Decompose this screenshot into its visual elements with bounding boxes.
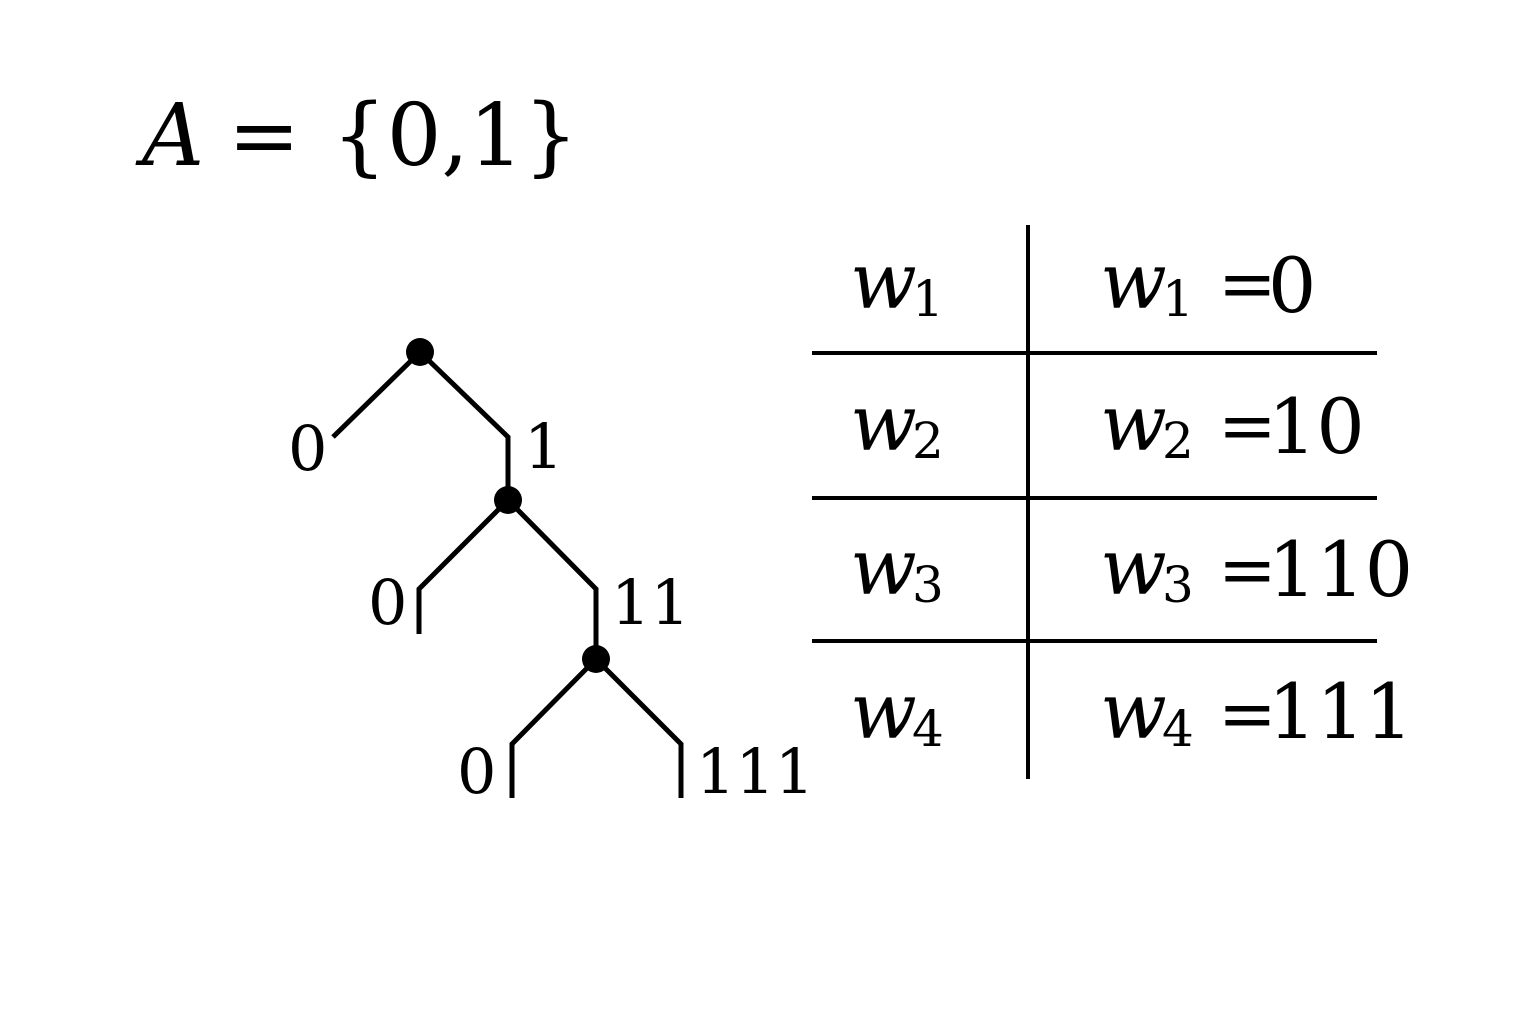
tree-label-0-level1: 0 [288, 412, 327, 485]
code-equals: = [1218, 243, 1277, 325]
code-word-index: 4 [1162, 700, 1194, 758]
table-row: w 4 w 4 = 111 [850, 667, 1413, 758]
tree-node-11 [582, 645, 610, 673]
code-word-index: 2 [1162, 412, 1194, 470]
word-symbol: w [850, 523, 917, 613]
codeword-value: 111 [1268, 667, 1413, 756]
tree-label-111: 111 [696, 735, 814, 808]
word-index: 1 [912, 270, 944, 328]
tree-node-root [406, 338, 434, 366]
tree-edge-left-3 [509, 657, 598, 798]
code-table: w 1 w 1 = 0 w 2 w 2 = 10 w 3 w 3 = 110 w [812, 225, 1413, 779]
table-row: w 1 w 1 = 0 [850, 237, 1316, 330]
code-equals: = [1218, 673, 1277, 755]
code-word-index: 1 [1162, 270, 1194, 328]
binary-tree: 0 1 0 11 0 111 [288, 338, 814, 808]
tree-label-0-level2: 0 [368, 566, 407, 639]
tree-label-1: 1 [524, 410, 563, 483]
codeword-value: 0 [1268, 241, 1316, 330]
alphabet-symbol: A [135, 86, 204, 186]
word-symbol: w [850, 237, 917, 327]
alphabet-equals: = [228, 86, 300, 186]
tree-label-11: 11 [611, 566, 690, 639]
word-index: 4 [912, 700, 944, 758]
word-symbol: w [850, 667, 917, 757]
tree-label-0-level3: 0 [457, 735, 496, 808]
tree-edge-right-2 [506, 498, 599, 659]
alphabet-heading: A = {0,1} [135, 86, 578, 186]
code-equals: = [1218, 385, 1277, 467]
code-word-index: 3 [1162, 556, 1194, 614]
tree-edge-right-1 [418, 350, 511, 500]
table-row: w 2 w 2 = 10 [850, 379, 1365, 471]
code-word-symbol: w [1100, 667, 1167, 757]
word-symbol: w [850, 379, 917, 469]
code-word-symbol: w [1100, 237, 1167, 327]
table-row: w 3 w 3 = 110 [850, 523, 1413, 614]
tree-edge-right-3 [594, 657, 684, 798]
code-equals: = [1218, 529, 1277, 611]
codeword-value: 110 [1268, 525, 1413, 614]
tree-node-1 [494, 486, 522, 514]
alphabet-set: {0,1} [332, 86, 578, 186]
code-word-symbol: w [1100, 523, 1167, 613]
tree-edge-left-1 [331, 350, 422, 439]
word-index: 3 [912, 556, 944, 614]
code-word-symbol: w [1100, 379, 1167, 469]
tree-edge-left-2 [416, 498, 510, 634]
word-index: 2 [912, 412, 944, 470]
codeword-value: 10 [1268, 382, 1365, 471]
